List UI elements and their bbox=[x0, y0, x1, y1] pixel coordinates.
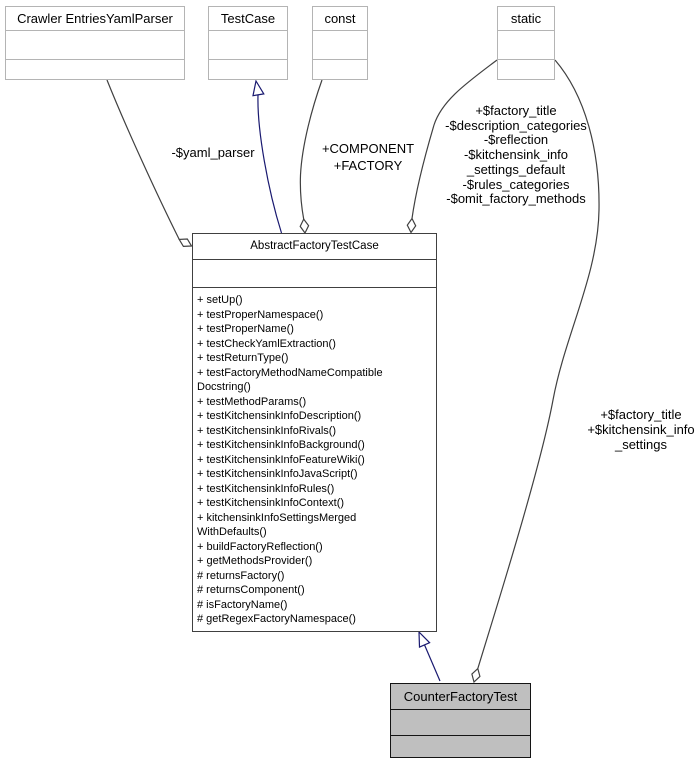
class-node-crawler-entries-yaml-parser: Crawler EntriesYamlParser bbox=[5, 6, 185, 80]
class-node-static: static bbox=[497, 6, 555, 80]
aggregation-diamond-icon bbox=[178, 238, 193, 248]
edge-inheritance-abstract-to-testcase bbox=[257, 94, 283, 234]
class-node-const: const bbox=[312, 6, 368, 80]
edge-inheritance-counter-to-abstract bbox=[423, 644, 441, 682]
inheritance-arrow-icon bbox=[252, 79, 265, 97]
methods-compartment: + setUp() + testProperNamespace() + test… bbox=[193, 287, 436, 631]
edge-aggregation-const-to-abstract bbox=[299, 79, 323, 220]
attributes-compartment bbox=[209, 30, 287, 59]
methods-compartment bbox=[6, 59, 184, 79]
inheritance-arrow-icon bbox=[418, 630, 431, 649]
class-title: Crawler EntriesYamlParser bbox=[17, 11, 173, 26]
aggregation-diamond-icon bbox=[406, 217, 417, 234]
edge-label-yaml-parser: -$yaml_parser bbox=[171, 145, 255, 160]
attributes-compartment bbox=[498, 30, 554, 59]
edge-label-static-abstract-members: +$factory_title -$description_categories… bbox=[445, 103, 587, 207]
edge-aggregation-crawler-to-abstract bbox=[106, 79, 180, 240]
edge-aggregation-static-to-abstract bbox=[411, 59, 498, 219]
class-node-counter-factory-test: CounterFactoryTest bbox=[390, 683, 531, 758]
methods-compartment bbox=[209, 59, 287, 79]
methods-compartment bbox=[391, 735, 530, 757]
class-title: TestCase bbox=[220, 11, 276, 26]
methods-compartment bbox=[313, 59, 367, 79]
class-node-testcase: TestCase bbox=[208, 6, 288, 80]
class-title: const bbox=[324, 11, 356, 26]
aggregation-diamond-icon bbox=[471, 667, 481, 684]
class-title: AbstractFactoryTestCase bbox=[250, 240, 379, 252]
attributes-compartment bbox=[391, 709, 530, 735]
attributes-compartment bbox=[313, 30, 367, 59]
attributes-compartment bbox=[6, 30, 184, 59]
edge-label-component-factory: +COMPONENT +FACTORY bbox=[321, 141, 415, 173]
methods-compartment bbox=[498, 59, 554, 79]
edge-aggregation-static-to-counter bbox=[477, 59, 600, 669]
class-title: static bbox=[510, 11, 542, 26]
edge-label-static-counter-members: +$factory_title +$kitchensink_info _sett… bbox=[587, 407, 695, 452]
attributes-compartment bbox=[193, 259, 436, 287]
class-title: CounterFactoryTest bbox=[403, 689, 518, 704]
aggregation-diamond-icon bbox=[299, 217, 310, 235]
class-node-abstract-factory-test-case[interactable]: AbstractFactoryTestCase + setUp() + test… bbox=[192, 233, 437, 632]
